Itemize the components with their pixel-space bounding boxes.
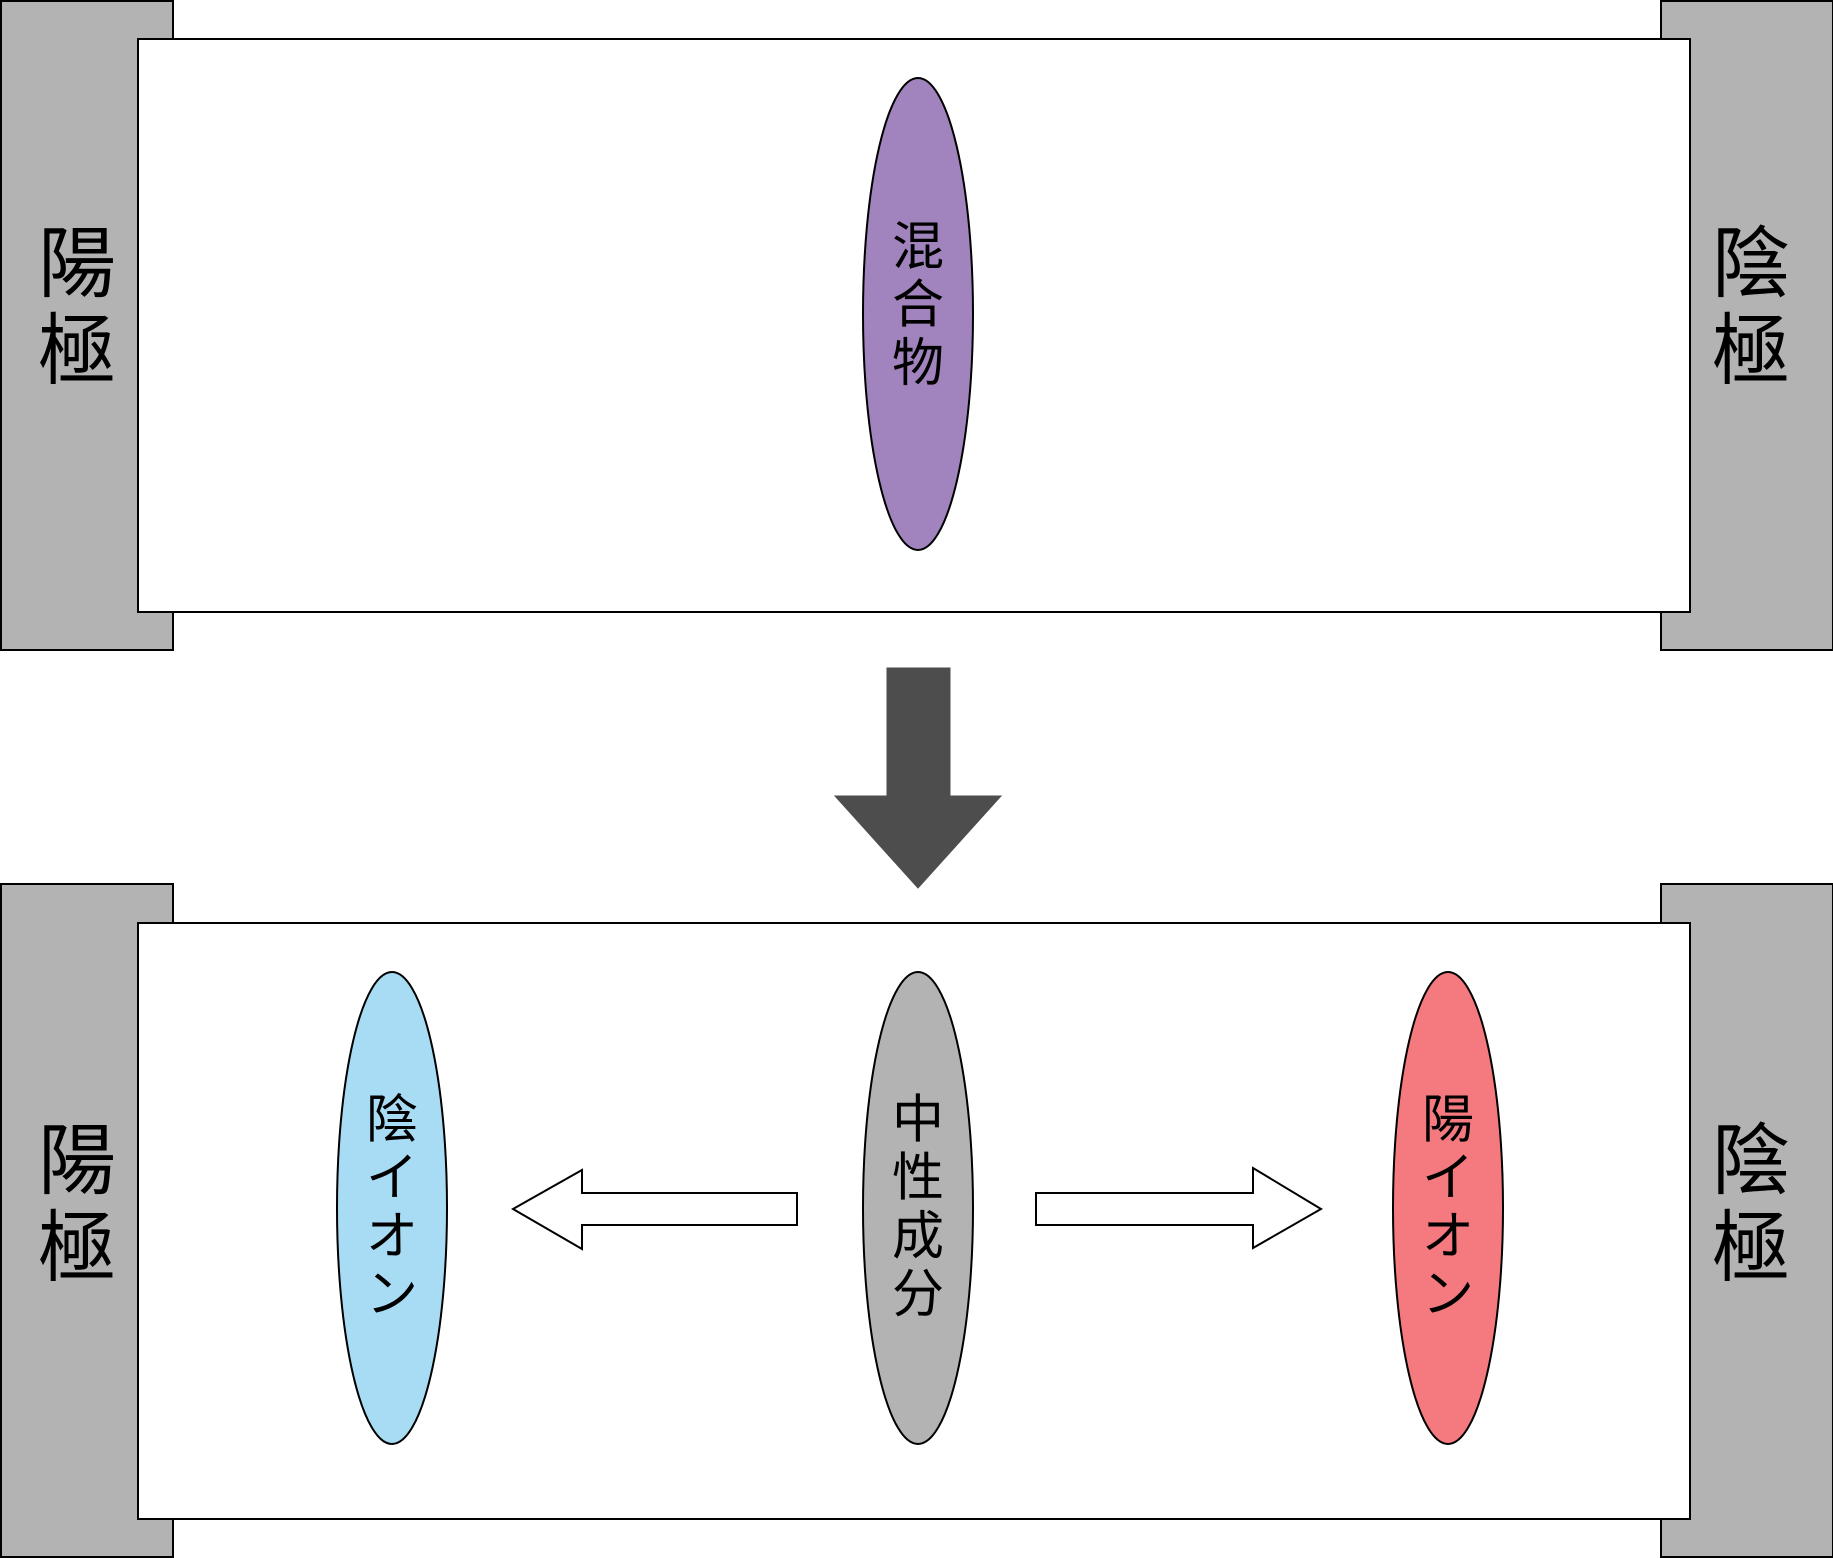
mixture-label: 混合物	[892, 217, 944, 393]
arrow-down-icon	[833, 667, 1003, 889]
bottom-cathode-label: 陰極	[1712, 1116, 1790, 1293]
cation-blob	[1392, 971, 1504, 1445]
anion-label: 陰イオン	[366, 1090, 418, 1325]
arrow-right-icon	[1035, 1166, 1323, 1250]
top-panel: 陽極 陰極 混合物	[0, 0, 1833, 651]
top-anode-label: 陽極	[38, 219, 116, 396]
neutral-label: 中性成分	[892, 1090, 944, 1325]
top-cathode-label: 陰極	[1712, 219, 1790, 396]
mixture-blob	[862, 77, 974, 551]
arrow-left-icon	[510, 1168, 798, 1251]
neutral-blob	[862, 971, 974, 1445]
bottom-anode-label: 陽極	[38, 1116, 116, 1293]
cation-label: 陽イオン	[1422, 1090, 1474, 1325]
anion-blob	[336, 971, 448, 1445]
bottom-panel: 陽極 陰極 陰イオン 中性成分 陽イオン	[0, 883, 1833, 1558]
